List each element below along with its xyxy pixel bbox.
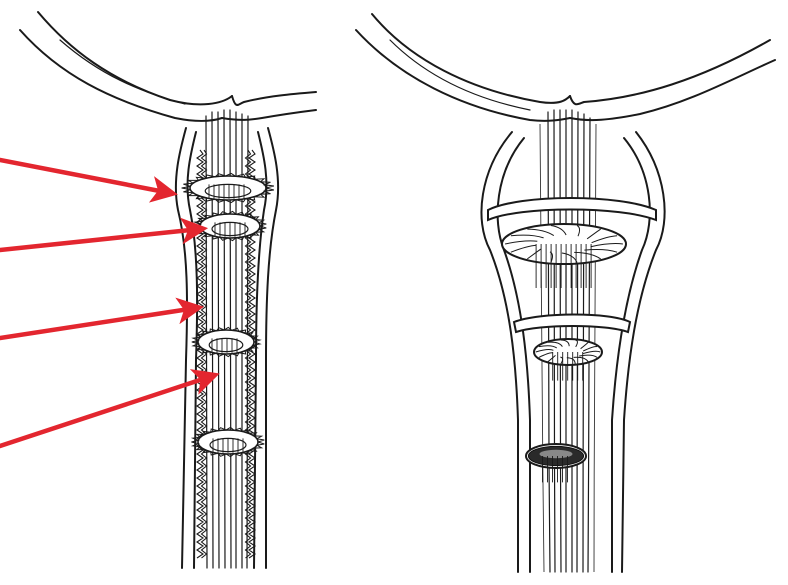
left-wall-zigzag-outer-l <box>197 150 203 558</box>
right-rings <box>502 224 626 482</box>
left-top-arcs <box>20 12 316 121</box>
left-ring-1 <box>182 173 274 202</box>
right-ring-2 <box>534 339 602 381</box>
arrow-3 <box>0 308 196 338</box>
arrow-1 <box>0 160 170 193</box>
arrow-4 <box>0 376 212 446</box>
left-ring-4 <box>191 427 264 456</box>
red-arrows <box>0 160 212 446</box>
arrow-2 <box>0 229 200 250</box>
left-panel <box>20 12 316 568</box>
right-top-arcs <box>356 14 775 121</box>
right-panel <box>356 14 775 572</box>
right-ring-1 <box>502 224 626 288</box>
left-ring-3 <box>192 327 260 356</box>
